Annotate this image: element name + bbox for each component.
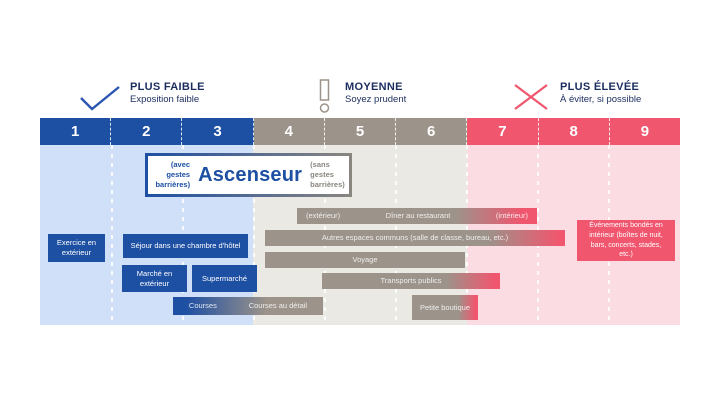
box-supermarche: Supermarché (192, 265, 257, 292)
bar-boutique-label: Petite boutique (419, 302, 471, 312)
legend-medium: MOYENNE Soyez prudent (345, 81, 406, 105)
bar-voyage: Voyage (265, 252, 465, 268)
legend-high: PLUS ÉLEVÉE À éviter, si possible (560, 81, 641, 105)
column-divider (110, 145, 113, 325)
bar-voyage-label: Voyage (352, 255, 378, 265)
bar-restaurant-exterior-label: (extérieur) (306, 211, 341, 221)
box-sejour-chambre-hotel: Séjour dans une chambre d'hôtel (123, 234, 248, 258)
exclamation-icon (319, 79, 330, 113)
legend-high-subtitle: À éviter, si possible (560, 94, 642, 105)
box-evenements-label: Événements bondés en intérieur (boîtes d… (589, 221, 663, 259)
highlight-left-note: (avec gestes barrières) (155, 160, 191, 189)
scale-cell-7: 7 (467, 118, 539, 145)
bar-restaurant-interior-label: (intérieur) (495, 211, 528, 221)
highlight-box-inner: (avec gestes barrières) Ascenseur (sans … (148, 156, 349, 194)
risk-scale-band: 1 2 3 4 5 6 7 8 9 (40, 118, 680, 145)
legend-low: PLUS FAIBLE Exposition faible (130, 81, 205, 105)
bar-courses-label: Courses (188, 301, 217, 311)
box-marche-en-exterieur: Marché en extérieur (122, 265, 187, 292)
highlight-title: Ascenseur (198, 163, 303, 186)
bar-transports-label: Transports publics (380, 276, 442, 286)
box-marche-label: Marché en extérieur (136, 268, 173, 288)
legend-medium-title: MOYENNE (345, 81, 403, 93)
box-supermarche-label: Supermarché (201, 273, 248, 283)
legend-medium-subtitle: Soyez prudent (345, 94, 407, 105)
bar-courses: Courses Courses au détail (173, 297, 323, 315)
bar-autres-label: Autres espaces communs (salle de classe,… (321, 233, 509, 243)
bar-restaurant-label: Dîner au restaurant (385, 211, 451, 221)
x-icon (514, 84, 548, 110)
box-evenements-bondes: Événements bondés en intérieur (boîtes d… (577, 220, 675, 261)
legend-low-title: PLUS FAIBLE (130, 81, 205, 93)
check-icon (80, 86, 120, 111)
scale-cell-9: 9 (609, 118, 680, 145)
legend-low-subtitle: Exposition faible (130, 94, 200, 105)
legend-high-title: PLUS ÉLEVÉE (560, 81, 640, 93)
scale-cell-8: 8 (538, 118, 610, 145)
column-divider (252, 145, 255, 325)
bar-transports-publics: Transports publics (322, 273, 500, 289)
bar-autres-espaces-communs: Autres espaces communs (salle de classe,… (265, 230, 565, 246)
box-exercice-en-exterieur: Exercice en extérieur (48, 234, 105, 262)
highlight-box-ascenseur: (avec gestes barrières) Ascenseur (sans … (145, 153, 352, 197)
bar-diner-au-restaurant: (extérieur) Dîner au restaurant (intérie… (297, 208, 537, 224)
highlight-right-note: (sans gestes barrières) (310, 160, 345, 189)
box-sejour-label: Séjour dans une chambre d'hôtel (130, 241, 241, 251)
scale-cell-6: 6 (396, 118, 468, 145)
scale-cell-4: 4 (253, 118, 325, 145)
scale-cell-3: 3 (182, 118, 254, 145)
bar-courses-detail-label: Courses au détail (248, 301, 308, 311)
scale-cell-1: 1 (40, 118, 112, 145)
bar-petite-boutique: Petite boutique (412, 295, 478, 320)
box-exercice-label: Exercice en extérieur (56, 238, 97, 257)
scale-cell-2: 2 (111, 118, 183, 145)
scale-cell-5: 5 (324, 118, 397, 145)
